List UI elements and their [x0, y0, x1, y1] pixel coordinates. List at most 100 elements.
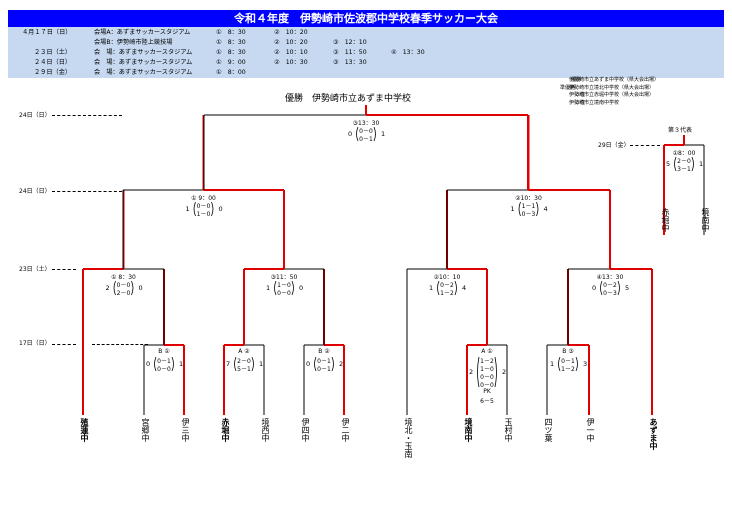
left-total-score: 0 [146, 360, 151, 368]
score-bracket [477, 356, 480, 388]
score-bracket [494, 356, 497, 388]
half-score: 2－0 [116, 290, 131, 297]
match-label: ③13：30 [352, 120, 380, 127]
third-representative-label: 第３代表 [668, 127, 693, 134]
round-date-quarterfinal: 23日（土） [19, 266, 51, 273]
score-bracket [674, 156, 677, 172]
team-name: 境北・玉南 [404, 418, 413, 458]
half-score: 3－1 [677, 166, 691, 173]
team-name: あずま中 [649, 418, 658, 450]
half-score: 0－0 [196, 203, 211, 210]
left-total-score: 7 [226, 360, 231, 368]
tournament-title: 令和４年度 伊勢崎市佐波郡中学校春季サッカー大会 [8, 10, 724, 27]
schedule-slot: ③ 13：30 [333, 59, 367, 66]
team-name: 伊二中 [341, 418, 350, 442]
schedule-slot: ① 8：30 [216, 49, 246, 56]
match-label: ④13：30 [596, 274, 624, 281]
score-bracket [131, 280, 134, 296]
date-guide-line [52, 191, 122, 192]
schedule-slot: ④ 13：30 [391, 49, 425, 56]
schedule-venue: 会場B：伊勢崎市陸上競技場 [94, 39, 173, 46]
right-total-score: 0 [299, 284, 304, 292]
half-score: 1－0 [277, 282, 291, 289]
half-score: 1－0 [480, 366, 494, 373]
left-total-score: 5 [666, 160, 671, 168]
score-bracket [291, 280, 294, 296]
half-score: 0－1 [317, 366, 331, 373]
ranking-school: 伊勢崎市立あずま中学校（県大会出場） [569, 77, 660, 83]
schedule-venue: 会 場：あずまサッカースタジアム [94, 69, 193, 76]
schedule-date: ２４日（日） [34, 59, 72, 66]
half-score: 1－2 [440, 290, 454, 297]
left-total-score: 1 [266, 284, 271, 292]
schedule-venue: 会場A：あずまサッカースタジアム [94, 29, 191, 36]
ranking-label: 優勝 [570, 77, 581, 83]
schedule-slot: ③ 12：10 [333, 39, 367, 46]
half-score: 0－0 [480, 374, 494, 381]
match-label: B ② [318, 348, 330, 355]
ranking-school: 伊勢崎市立境北中学校（県大会出場） [569, 84, 655, 91]
half-score: 1－0 [196, 211, 211, 218]
schedule-slot: ② 10：10 [274, 49, 308, 56]
schedule-slot: ② 10：30 [274, 59, 308, 66]
left-total-score: 2 [469, 368, 474, 376]
score-bracket [373, 126, 376, 142]
right-total-score: 4 [462, 284, 467, 292]
schedule-slot: ① 8：00 [216, 69, 246, 76]
right-total-score: 0 [138, 284, 143, 292]
ranking-school: 伊勢崎市立境南中学校 [569, 99, 620, 106]
score-bracket [558, 356, 561, 372]
team-name: 赤堀中 [221, 418, 230, 442]
schedule-slot: ② 10：20 [274, 39, 308, 46]
schedule-slot: ① 8：30 [216, 39, 246, 46]
round-date-third-place: 29日（金） [598, 142, 630, 149]
match-label: A ② [238, 348, 250, 355]
half-score: 0－1 [561, 358, 575, 365]
score-bracket [314, 356, 317, 372]
right-total-score: 1 [179, 360, 184, 368]
third-place-team-name: 赤堀中 [661, 208, 670, 232]
half-score: 1－1 [521, 203, 536, 210]
match-label: ②10：30 [515, 195, 542, 202]
score-bracket [251, 356, 254, 372]
round-date-final: 24日（日） [19, 112, 51, 119]
team-name: 伊一中 [586, 418, 595, 442]
match-label: B ① [158, 348, 170, 355]
right-total-score: 0 [218, 205, 223, 213]
score-bracket [211, 201, 214, 217]
left-total-score: 0 [348, 130, 353, 138]
match-label: ③11：50 [270, 274, 298, 281]
right-total-score: 1 [259, 360, 264, 368]
date-guide-line [52, 344, 76, 345]
date-guide-line [92, 344, 148, 345]
right-total-score: 3 [583, 360, 588, 368]
score-bracket [575, 356, 578, 372]
score-bracket [356, 126, 359, 142]
schedule-slot: ② 10：20 [274, 29, 308, 36]
team-name: 境南中 [464, 418, 473, 442]
ranking-label: ３位 [574, 92, 585, 98]
schedule-venue: 会 場：あずまサッカースタジアム [94, 59, 193, 66]
third-place-team-name: 境南中 [701, 208, 710, 232]
half-score: 1－2 [480, 358, 494, 365]
half-score: 0－3 [603, 290, 617, 297]
left-total-score: 0 [306, 360, 311, 368]
team-name: 伊三中 [181, 418, 190, 442]
score-bracket [617, 280, 620, 296]
half-score: 0－0 [277, 290, 291, 297]
ranking-label: ３位 [574, 99, 585, 106]
half-score: 0－1 [157, 358, 171, 365]
left-total-score: 2 [105, 284, 110, 292]
score-bracket [331, 356, 334, 372]
half-score: 0－0 [116, 282, 131, 289]
score-bracket [437, 280, 440, 296]
right-total-score: 4 [543, 205, 548, 213]
left-total-score: 1 [185, 205, 190, 213]
schedule-date: ４月１７日（日） [22, 29, 72, 36]
half-score: 2－0 [237, 358, 251, 365]
ranking-label: 準優勝 [559, 84, 575, 91]
half-score: 0－0 [359, 128, 373, 135]
pk-label: PK [483, 388, 491, 395]
half-score: 0－2 [603, 282, 617, 289]
score-bracket [193, 201, 196, 217]
